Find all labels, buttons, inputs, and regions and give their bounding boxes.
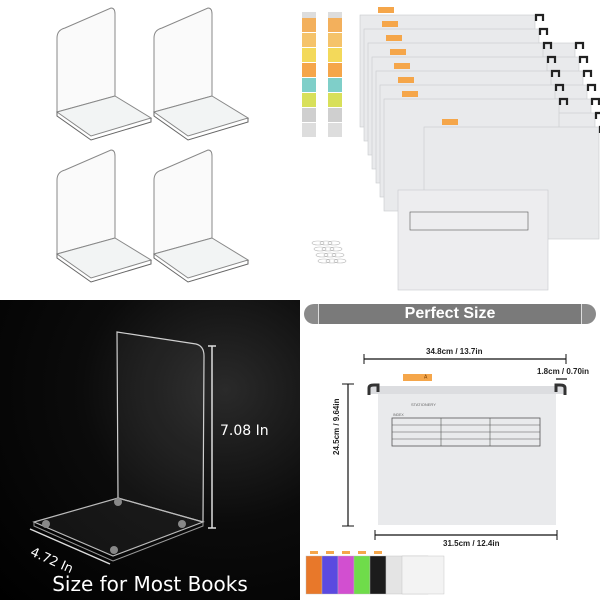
label-tab bbox=[328, 33, 342, 47]
folders-set-panel bbox=[300, 0, 600, 300]
folder-tab bbox=[378, 7, 394, 13]
folder-tab bbox=[402, 91, 418, 97]
bookends-set-panel bbox=[0, 0, 300, 300]
hook bbox=[538, 27, 549, 35]
hook bbox=[546, 55, 557, 63]
color-variant-folder bbox=[401, 555, 445, 595]
hook bbox=[554, 83, 565, 91]
color-variant-folder bbox=[337, 555, 355, 595]
brand-text: STATIONERY bbox=[411, 402, 436, 407]
color-variant-folder bbox=[353, 555, 371, 595]
bookend bbox=[152, 7, 250, 141]
label-tab bbox=[302, 18, 316, 32]
ring-clip bbox=[315, 252, 329, 258]
hook bbox=[542, 41, 553, 49]
folder-tab bbox=[390, 49, 406, 55]
label-tab bbox=[328, 93, 342, 107]
ring-clip bbox=[313, 246, 327, 252]
color-variants bbox=[305, 551, 445, 595]
bookend bbox=[152, 149, 250, 283]
folder-tab bbox=[398, 77, 414, 83]
color-variant-folder bbox=[305, 555, 323, 595]
label-tab bbox=[302, 93, 316, 107]
ring-clip bbox=[333, 258, 347, 264]
label-strips bbox=[302, 12, 342, 137]
color-variant-folder bbox=[369, 555, 387, 595]
hook bbox=[534, 13, 545, 21]
index-text: INDEX bbox=[393, 413, 404, 417]
ring-clip bbox=[311, 240, 325, 246]
label-tab bbox=[302, 78, 316, 92]
banner: Perfect Size bbox=[304, 304, 596, 324]
label-tab bbox=[328, 48, 342, 62]
hook bbox=[586, 83, 597, 91]
height-label: 24.5cm / 9.64in bbox=[332, 398, 341, 455]
hook-clips bbox=[534, 13, 600, 133]
label-tab bbox=[302, 108, 316, 122]
hook bbox=[550, 69, 561, 77]
ring-clip bbox=[327, 240, 341, 246]
caption: Size for Most Books bbox=[52, 572, 248, 596]
color-variant-folder bbox=[321, 555, 339, 595]
ring-clip bbox=[321, 246, 335, 252]
hook bbox=[582, 69, 593, 77]
hook bbox=[590, 97, 600, 105]
hook bbox=[594, 111, 600, 119]
ring-clip bbox=[325, 258, 339, 264]
folder-tab bbox=[403, 374, 432, 381]
hook bbox=[578, 55, 589, 63]
label-tab bbox=[302, 48, 316, 62]
label-tab bbox=[302, 63, 316, 77]
height-label: 7.08 In bbox=[220, 423, 269, 439]
bookend-dimension-drawing bbox=[29, 331, 216, 565]
ring-clip bbox=[319, 240, 333, 246]
hook bbox=[558, 97, 569, 105]
banner-title: Perfect Size bbox=[404, 305, 496, 322]
folders-illustration bbox=[302, 7, 600, 291]
bookend bbox=[55, 149, 153, 283]
folder-stack bbox=[311, 7, 600, 291]
folder-size-panel: Perfect Size A STATIONERY INDEX 34.8cm /… bbox=[300, 300, 600, 600]
body-width-label: 31.5cm / 12.4in bbox=[443, 539, 500, 548]
bookends-illustration bbox=[55, 7, 250, 283]
bookend-size-panel: 7.08 In 4.72 In Size for Most Books bbox=[0, 300, 300, 600]
ring-clip bbox=[323, 252, 337, 258]
ring-clip bbox=[317, 258, 331, 264]
folder-tab bbox=[394, 63, 410, 69]
label-tab bbox=[328, 108, 342, 122]
label-tab bbox=[328, 78, 342, 92]
folder-tab bbox=[442, 119, 458, 125]
hook bbox=[574, 41, 585, 49]
ring-clip bbox=[331, 252, 345, 258]
label-tab bbox=[328, 63, 342, 77]
width-label: 34.8cm / 13.7in bbox=[426, 347, 483, 356]
folder-tab bbox=[386, 35, 402, 41]
front-folder bbox=[397, 189, 549, 291]
label-tab bbox=[302, 33, 316, 47]
folder-dimension-drawing: A STATIONERY INDEX bbox=[305, 354, 567, 595]
bookend bbox=[55, 7, 153, 141]
label-tab bbox=[328, 18, 342, 32]
folder-tab bbox=[382, 21, 398, 27]
tab-letter: A bbox=[424, 375, 428, 381]
hook-label: 1.8cm / 0.70in bbox=[537, 367, 590, 376]
ring-clip bbox=[329, 246, 343, 252]
